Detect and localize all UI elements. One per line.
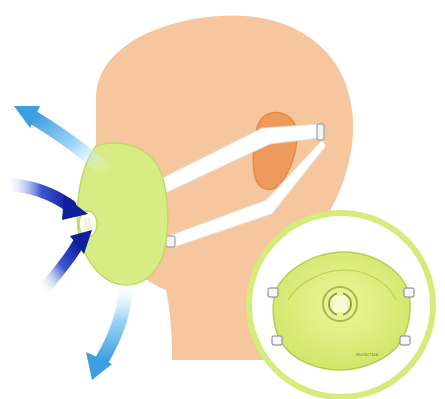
inset-brand-mark: ᴘʀᴏᴛᴇᴄᴛɪᴏɴ — [356, 352, 379, 357]
arrow-down-icon — [102, 280, 126, 360]
inset-clip-right-bottom — [400, 336, 410, 345]
arrow-up-right-icon — [42, 244, 78, 292]
inset-clip-left-top — [268, 288, 278, 297]
strap-clip-back — [317, 124, 324, 140]
arrow-right-icon — [6, 184, 70, 206]
valve-icon — [323, 287, 357, 321]
inset-clip-left-bottom — [272, 336, 282, 345]
inset-clip-right-top — [404, 288, 414, 297]
respirator-front-inset: ᴘʀᴏᴛᴇᴄᴛɪᴏɴ — [249, 213, 433, 397]
